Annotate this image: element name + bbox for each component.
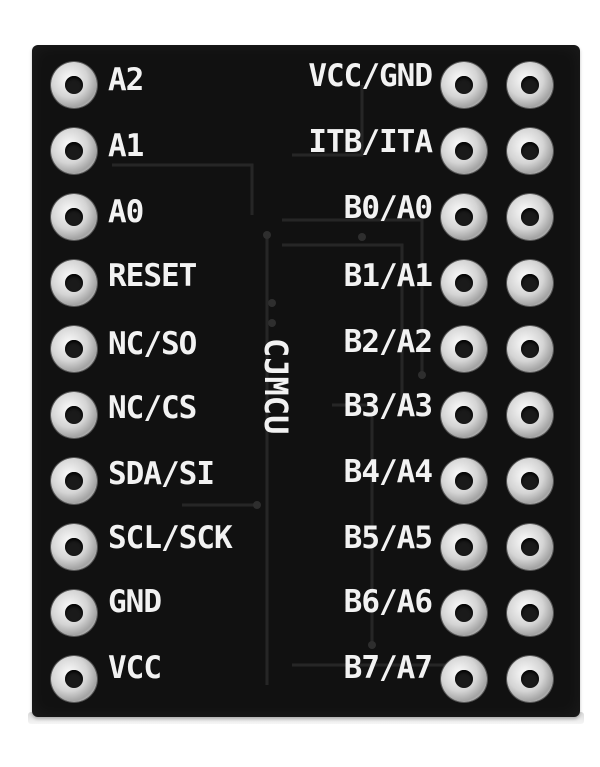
header-pad[interactable] (507, 194, 553, 240)
pin-label: A0 (108, 194, 144, 230)
pcb-traces (112, 85, 452, 685)
pin-label: SDA/SI (108, 456, 215, 492)
header-pad[interactable] (441, 326, 487, 372)
pin-label: B6/A6 (343, 584, 433, 620)
header-pad[interactable] (507, 458, 553, 504)
header-pad[interactable] (51, 62, 97, 108)
header-pad[interactable] (507, 590, 553, 636)
header-pad[interactable] (441, 62, 487, 108)
header-pad[interactable] (441, 656, 487, 702)
header-pad[interactable] (51, 590, 97, 636)
header-pad[interactable] (507, 128, 553, 174)
header-pad[interactable] (51, 260, 97, 306)
brand-label: CJMCU (257, 338, 295, 435)
pin-label: GND (108, 584, 162, 620)
pin-label: ITB/ITA (308, 124, 433, 160)
header-pad[interactable] (51, 392, 97, 438)
header-pad[interactable] (51, 326, 97, 372)
pin-label: B0/A0 (343, 190, 433, 226)
pin-label: NC/CS (108, 390, 197, 426)
pin-label: VCC (108, 650, 162, 686)
header-pad[interactable] (51, 524, 97, 570)
header-pad[interactable] (507, 62, 553, 108)
header-pad[interactable] (441, 194, 487, 240)
header-pad[interactable] (441, 392, 487, 438)
pin-label: B5/A5 (343, 520, 433, 556)
pin-label: VCC/GND (308, 58, 433, 94)
header-pad[interactable] (507, 524, 553, 570)
header-pad[interactable] (441, 524, 487, 570)
pin-label: A2 (108, 62, 144, 98)
pin-label: RESET (108, 258, 197, 294)
pin-label: A1 (108, 128, 144, 164)
pin-label: B4/A4 (343, 454, 433, 490)
header-pad[interactable] (507, 260, 553, 306)
pin-label: NC/SO (108, 326, 197, 362)
header-pad[interactable] (441, 260, 487, 306)
pin-label: B7/A7 (343, 650, 433, 686)
header-pad[interactable] (507, 326, 553, 372)
header-pad[interactable] (51, 128, 97, 174)
pcb-board (32, 45, 580, 717)
header-pad[interactable] (51, 656, 97, 702)
header-pad[interactable] (441, 590, 487, 636)
header-pad[interactable] (507, 656, 553, 702)
header-pad[interactable] (441, 458, 487, 504)
pin-label: SCL/SCK (108, 520, 233, 556)
header-pad[interactable] (51, 194, 97, 240)
pin-label: B1/A1 (343, 258, 433, 294)
pin-label: B2/A2 (343, 324, 433, 360)
header-pad[interactable] (507, 392, 553, 438)
header-pad[interactable] (51, 458, 97, 504)
pin-label: B3/A3 (343, 388, 433, 424)
header-pad[interactable] (441, 128, 487, 174)
